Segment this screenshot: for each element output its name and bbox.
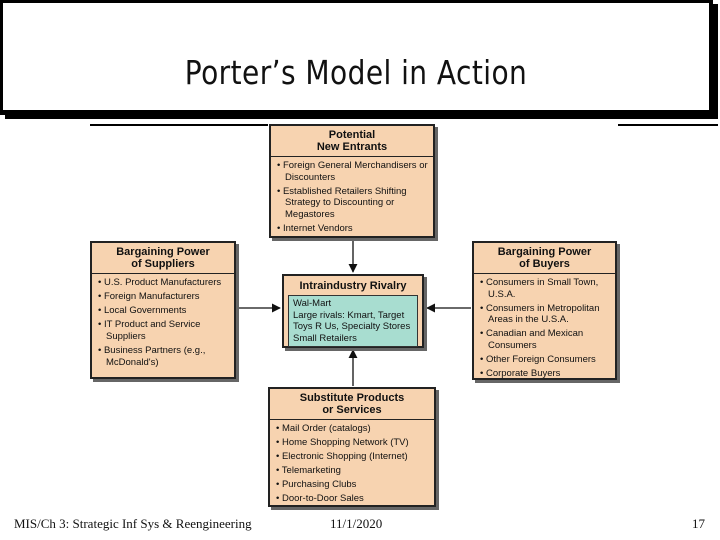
suppliers-item: U.S. Product Manufacturers — [98, 277, 230, 289]
suppliers-box: Bargaining Power of Suppliers U.S. Produ… — [90, 241, 236, 379]
new-entrants-box: Potential New Entrants Foreign General M… — [269, 124, 435, 238]
title-box: Porter’s Model in Action — [0, 0, 713, 115]
new-entrants-item: Foreign General Merchandisers or Discoun… — [277, 160, 429, 183]
substitutes-header-line2: or Services — [322, 404, 382, 416]
divider-left — [90, 124, 268, 126]
rivalry-line: Wal-Mart — [293, 298, 332, 309]
new-entrants-header-line2: New Entrants — [316, 141, 388, 153]
substitutes-item: Mail Order (catalogs) — [276, 423, 430, 435]
rivalry-body: Wal-Mart Large rivals: Kmart, Target Toy… — [288, 295, 418, 348]
rivalry-line: Large rivals: Kmart, Target — [293, 309, 405, 321]
new-entrants-list: Foreign General Merchandisers or Discoun… — [271, 157, 433, 235]
substitutes-box: Substitute Products or Services Mail Ord… — [268, 387, 436, 507]
buyers-header-line1: Bargaining Power — [497, 246, 592, 258]
footer-page-number: 17 — [692, 516, 705, 531]
rivalry-box: Intraindustry Rivalry Wal-Mart Large riv… — [282, 274, 424, 348]
suppliers-item: Local Governments — [98, 305, 230, 317]
buyers-item: Corporate Buyers — [480, 368, 611, 380]
rivalry-line: Small Retailers — [293, 332, 357, 344]
slide-title: Porter’s Model in Action — [184, 53, 528, 92]
footer-course: MIS/Ch 3: Strategic Inf Sys & Reengineer… — [14, 516, 252, 531]
substitutes-header: Substitute Products or Services — [270, 389, 434, 420]
suppliers-item: IT Product and Service Suppliers — [98, 319, 230, 342]
suppliers-list: U.S. Product Manufacturers Foreign Manuf… — [92, 274, 234, 368]
footer-date: 11/1/2020 — [330, 516, 383, 531]
buyers-item: Canadian and Mexican Consumers — [480, 328, 611, 351]
buyers-item: Consumers in Small Town, U.S.A. — [480, 277, 611, 300]
substitutes-item: Door-to-Door Sales — [276, 493, 430, 505]
new-entrants-header: Potential New Entrants — [271, 126, 433, 157]
suppliers-header-line2: of Suppliers — [131, 258, 195, 270]
buyers-list: Consumers in Small Town, U.S.A. Consumer… — [474, 274, 615, 380]
substitutes-item: Electronic Shopping (Internet) — [276, 451, 430, 463]
substitutes-item: Purchasing Clubs — [276, 479, 430, 491]
buyers-header-line2: of Buyers — [519, 258, 570, 270]
buyers-header: Bargaining Power of Buyers — [474, 243, 615, 274]
suppliers-item: Foreign Manufacturers — [98, 291, 230, 303]
suppliers-header: Bargaining Power of Suppliers — [92, 243, 234, 274]
new-entrants-item: Internet Vendors — [277, 223, 429, 235]
divider-right — [618, 124, 718, 126]
suppliers-item: Business Partners (e.g., McDonald's) — [98, 345, 230, 368]
substitutes-list: Mail Order (catalogs) Home Shopping Netw… — [270, 420, 434, 505]
new-entrants-item: Established Retailers Shifting Strategy … — [277, 186, 429, 221]
substitutes-header-line1: Substitute Products — [299, 392, 405, 404]
buyers-item: Other Foreign Consumers — [480, 354, 611, 366]
rivalry-header: Intraindustry Rivalry — [299, 280, 407, 292]
rivalry-line: Toys R Us, Specialty Stores — [293, 321, 411, 333]
new-entrants-header-line1: Potential — [328, 129, 376, 141]
substitutes-item: Home Shopping Network (TV) — [276, 437, 430, 449]
suppliers-header-line1: Bargaining Power — [116, 246, 210, 258]
buyers-box: Bargaining Power of Buyers Consumers in … — [472, 241, 617, 380]
buyers-item: Consumers in Metropolitan Areas in the U… — [480, 303, 611, 326]
substitutes-item: Telemarketing — [276, 465, 430, 477]
